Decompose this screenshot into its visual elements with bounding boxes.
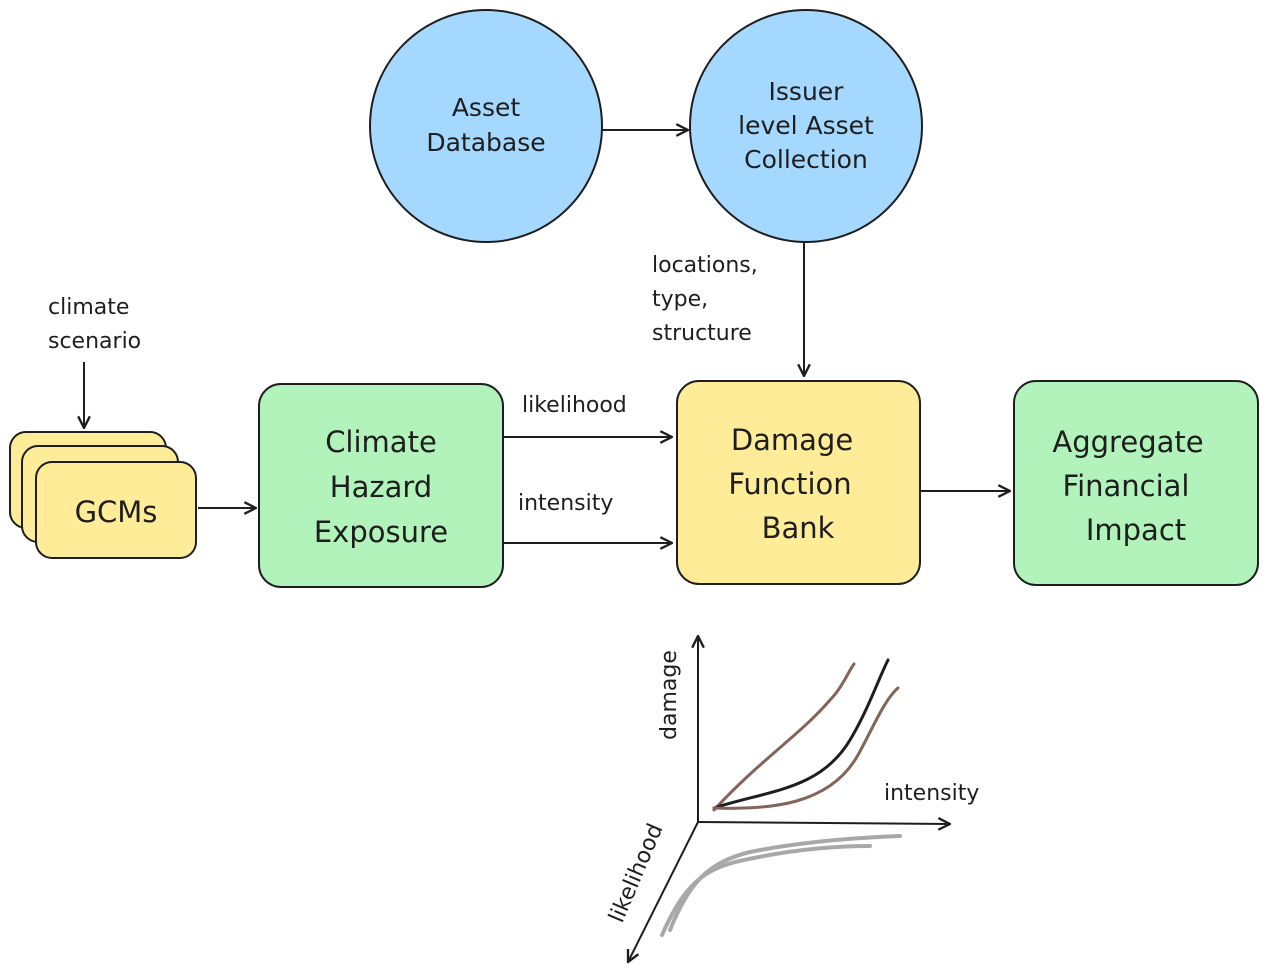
damage-bank-label-line3: Bank [762,511,835,545]
likelihood-axis-label: likelihood [605,820,669,926]
issuer-collection-label-line2: level Asset [738,111,874,140]
gcms-card-front [35,461,197,559]
damage-curve-middle [712,658,890,810]
asset-attributes-label-line2: type, [652,287,708,312]
damage-bank-label-line2: Function [728,467,851,501]
climate-scenario-label-line1: climate [48,295,129,320]
gcms-label: GCMs [75,495,158,529]
likelihood-axis [628,821,699,962]
asset-attributes-label-line1: locations, [652,253,758,278]
intensity-edge-label: intensity [518,491,613,516]
intensity-axis-label: intensity [884,781,979,806]
aggregate-financial-impact-node: Aggregate Financial Impact [1013,380,1259,586]
damage-function-plot: damage intensity likelihood [605,636,979,962]
asset-database-label-line2: Database [426,128,545,157]
likelihood-curve-inner [660,844,872,937]
intensity-axis [697,822,950,824]
aggregate-label-line1: Aggregate [1052,425,1203,459]
issuer-asset-collection-circle [689,9,923,243]
gcms-node: GCMs [9,431,197,559]
asset-database-circle [369,9,603,243]
damage-curve-lower [712,686,900,810]
damage-bank-label-line1: Damage [731,423,853,457]
damage-curve-upper [712,662,856,812]
damage-axis-label: damage [657,650,682,740]
climate-hazard-label-line1: Climate [325,425,437,459]
climate-scenario-label-line2: scenario [48,329,141,354]
damage-function-bank-node: Damage Function Bank [676,380,921,585]
aggregate-label-line3: Impact [1086,513,1186,547]
climate-hazard-label-line2: Hazard [330,470,432,504]
aggregate-label-line2: Financial [1063,469,1190,503]
asset-database-node: Asset Database [369,9,603,243]
issuer-collection-label-line1: Issuer [769,77,845,106]
asset-database-label-line1: Asset [452,93,521,122]
damage-function-box [676,380,921,585]
climate-hazard-exposure-node: Climate Hazard Exposure [258,383,504,588]
likelihood-curve-outer [668,834,902,932]
likelihood-edge-label: likelihood [522,393,627,418]
issuer-collection-label-line3: Collection [744,145,868,174]
climate-hazard-label-line3: Exposure [314,515,448,549]
asset-attributes-label-line3: structure [652,321,752,346]
aggregate-impact-box [1013,380,1259,586]
issuer-asset-collection-node: Issuer level Asset Collection [689,9,923,243]
climate-hazard-box [258,383,504,588]
